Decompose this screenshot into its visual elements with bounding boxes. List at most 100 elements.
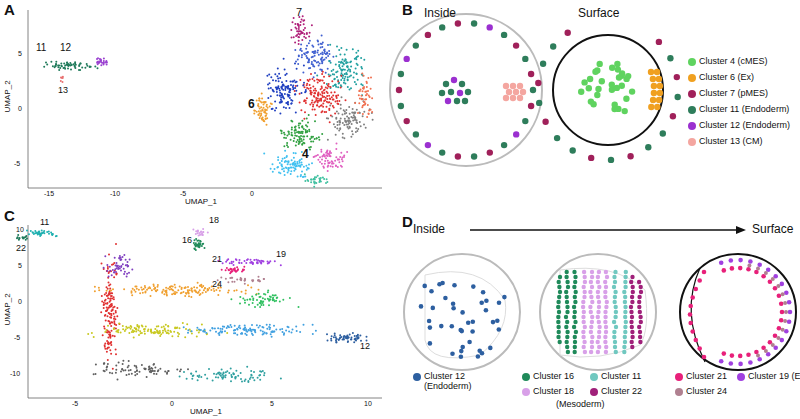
cell-dot — [254, 330, 256, 332]
cell-dot — [303, 29, 305, 31]
cell-dot — [258, 276, 260, 278]
cell-dot — [195, 245, 197, 247]
cell-dot — [356, 56, 358, 58]
cell-dot — [361, 72, 363, 74]
cell-dot — [281, 130, 283, 132]
cell-dot — [109, 323, 111, 325]
cell-dot — [195, 249, 197, 251]
cell-dot — [311, 102, 313, 104]
cell-dot — [297, 176, 299, 178]
cell-dot — [211, 327, 213, 329]
cell-dot — [62, 77, 64, 79]
cell-dot — [239, 279, 241, 281]
cell-dot — [202, 331, 204, 333]
cell-dot — [308, 67, 310, 69]
cell-dot — [331, 80, 333, 82]
cell-dot — [262, 119, 264, 121]
cell-dot — [197, 245, 199, 247]
cell-dot — [126, 327, 128, 329]
cell-dot — [238, 326, 240, 328]
cell-dot — [304, 91, 306, 93]
cell-dot — [360, 125, 362, 127]
cell-dot — [347, 70, 349, 72]
cell-dot — [340, 47, 342, 49]
cell-dot — [312, 136, 314, 138]
cell-dot — [251, 262, 253, 264]
cell-dot — [354, 112, 356, 114]
cell-dot — [362, 84, 364, 86]
cell-dot — [30, 230, 32, 232]
cell-dot — [43, 66, 45, 68]
cell-dot — [272, 163, 274, 165]
cell-dot — [335, 338, 337, 340]
cell-dot — [201, 324, 203, 326]
cell-dot — [291, 132, 293, 134]
cell-dot — [300, 109, 302, 111]
cell-dot — [270, 76, 272, 78]
cell-dot — [326, 106, 328, 108]
cell-dot — [294, 94, 296, 96]
cell-dot — [288, 167, 290, 169]
cell-dot — [101, 295, 103, 297]
cell-dot — [256, 261, 258, 263]
cell-dot — [312, 85, 314, 87]
cell-dot — [294, 49, 296, 51]
cell-dot — [298, 141, 300, 143]
cell-dot — [144, 292, 146, 294]
cell-dot — [179, 286, 181, 288]
cell-dot — [178, 333, 180, 335]
cell-dot — [335, 341, 337, 343]
cell-dot — [344, 69, 346, 71]
cell-dot — [245, 328, 247, 330]
cell-dot — [335, 63, 337, 65]
cell-dot — [26, 238, 28, 240]
cell-dot — [285, 167, 287, 169]
cell-dot — [204, 247, 206, 249]
cell-dot — [344, 113, 346, 115]
cell-dot — [311, 61, 313, 63]
cell-dot — [332, 56, 334, 58]
cell-dot — [266, 328, 268, 330]
cell-dot — [340, 118, 342, 120]
cell-dot — [86, 65, 88, 67]
cell-dot — [344, 110, 346, 112]
cell-dot — [221, 328, 223, 330]
cell-dot — [266, 105, 268, 107]
cell-dot — [341, 166, 343, 168]
cell-dot — [281, 81, 283, 83]
cell-dot — [309, 32, 311, 34]
cell-dot — [342, 69, 344, 71]
cell-dot — [278, 172, 280, 174]
cell-dot — [346, 124, 348, 126]
cell-dot — [262, 260, 264, 262]
cell-dot — [345, 336, 347, 338]
cell-dot — [327, 118, 329, 120]
cell-dot — [301, 143, 303, 145]
cell-dot — [233, 290, 235, 292]
cell-dot — [134, 327, 136, 329]
cell-dot — [193, 286, 195, 288]
cell-dot — [41, 233, 43, 235]
cell-dot — [327, 339, 329, 341]
cell-dot — [107, 266, 109, 268]
cell-dot — [321, 51, 323, 53]
cell-dot — [338, 64, 340, 66]
cell-dot — [305, 129, 307, 131]
cell-dot — [316, 100, 318, 102]
cell-dot — [116, 307, 118, 309]
cell-dot — [111, 310, 113, 312]
cell-dot — [294, 128, 296, 130]
cell-dot — [347, 340, 349, 342]
cell-dot — [284, 74, 286, 76]
cell-dot — [63, 62, 65, 64]
cell-dot — [314, 72, 316, 74]
cell-dot — [347, 76, 349, 78]
cell-dot — [297, 24, 299, 26]
cell-dot — [51, 234, 53, 236]
cell-dot — [330, 338, 332, 340]
cell-dot — [276, 167, 278, 169]
cell-dot — [356, 122, 358, 124]
cell-dot — [258, 114, 260, 116]
cell-dot — [304, 111, 306, 113]
cell-dot — [164, 290, 166, 292]
